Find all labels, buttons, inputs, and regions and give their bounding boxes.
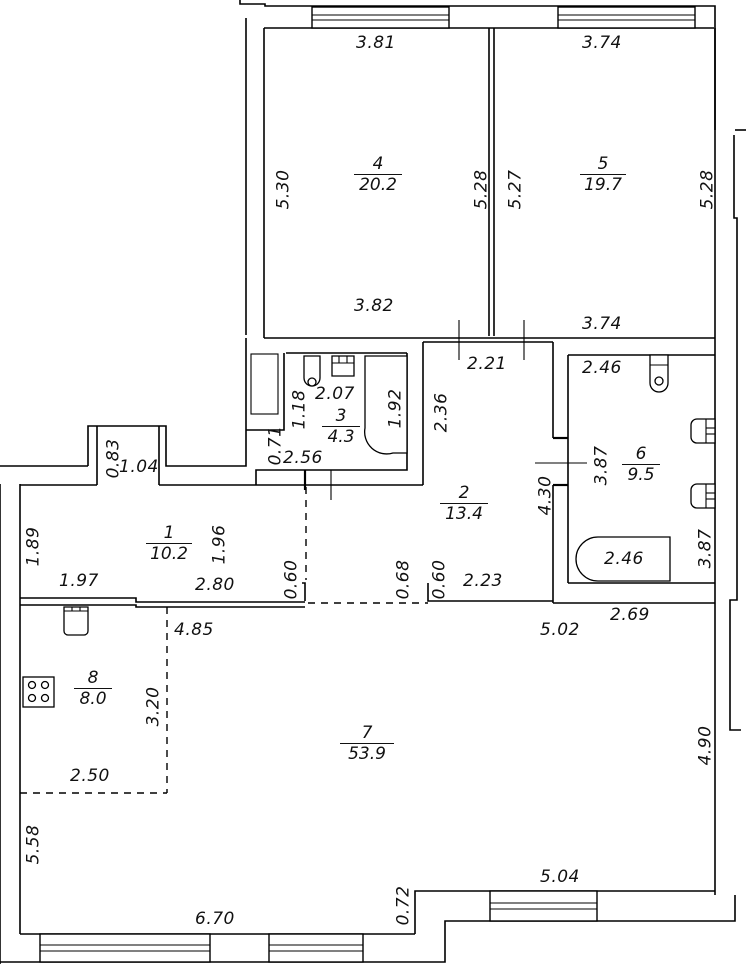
sink-icon	[331, 355, 355, 377]
room-area: 10.2	[146, 543, 192, 563]
dimension-label: 5.58	[23, 824, 44, 865]
dimension-label: 2.23	[463, 571, 503, 591]
dimension-label: 5.28	[697, 169, 718, 210]
stove-icon	[22, 676, 55, 708]
room-3-label: 3 4.3	[322, 408, 360, 446]
window-icon	[311, 6, 450, 29]
dimension-label: 2.50	[70, 766, 110, 786]
room-area: 8.0	[74, 688, 112, 708]
room-4-label: 4 20.2	[354, 156, 402, 194]
dimension-label: 0.83	[103, 438, 124, 479]
room-2-label: 2 13.4	[440, 485, 488, 523]
dimension-label: 1.04	[119, 457, 159, 477]
bathtub-icon	[363, 355, 408, 455]
dimension-label: 2.80	[195, 575, 235, 595]
window-icon	[489, 890, 598, 922]
dimension-label: 5.27	[505, 169, 526, 210]
dimension-label: 0.60	[281, 559, 302, 600]
interior-walls	[20, 28, 715, 794]
sink-icon	[63, 606, 89, 636]
toilet-icon	[303, 355, 321, 387]
dimension-label: 2.36	[431, 392, 452, 433]
sink-icon	[690, 418, 716, 444]
dimension-label: 3.74	[582, 33, 622, 53]
room-number: 6	[635, 444, 647, 464]
dimension-label: 5.28	[471, 169, 492, 210]
dimension-label: 3.20	[143, 686, 164, 727]
dimension-label: 2.46	[604, 549, 644, 569]
window-icon	[268, 933, 364, 963]
dimension-label: 2.21	[467, 354, 507, 374]
room-area: 53.9	[340, 743, 394, 763]
toilet-icon	[649, 354, 669, 393]
room-7-label: 7 53.9	[340, 725, 394, 763]
dimension-label: 3.87	[591, 445, 612, 486]
dimension-label: 3.82	[354, 296, 394, 316]
room-number: 7	[361, 723, 373, 743]
dimension-label: 4.85	[174, 620, 214, 640]
dimension-label: 1.18	[289, 389, 310, 430]
dimension-label: 0.68	[393, 559, 414, 600]
fixtures	[22, 354, 716, 708]
room-area: 9.5	[622, 464, 660, 484]
dimension-label: 5.04	[540, 867, 580, 887]
dimension-label: 3.81	[356, 33, 396, 53]
window-icon	[39, 933, 211, 963]
dimension-label: 2.69	[610, 605, 650, 625]
room-number: 5	[597, 154, 609, 174]
dimension-label: 3.87	[695, 528, 716, 569]
room-number: 8	[87, 668, 99, 688]
dimension-label: 4.30	[535, 475, 556, 516]
dimension-label: 2.56	[283, 448, 323, 468]
dimension-label: 5.02	[540, 620, 580, 640]
dimension-label: 1.96	[209, 524, 230, 565]
dimension-label: 3.74	[582, 314, 622, 334]
room-number: 3	[335, 406, 347, 426]
dimension-label: 2.07	[315, 384, 355, 404]
sink-icon	[690, 483, 716, 509]
dimension-label: 6.70	[195, 909, 235, 929]
windows	[39, 6, 696, 963]
dimension-label: 2.46	[582, 358, 622, 378]
room-number: 2	[458, 483, 470, 503]
room-8-label: 8 8.0	[74, 670, 112, 708]
room-1-label: 1 10.2	[146, 525, 192, 563]
dimension-label: 1.89	[23, 526, 44, 567]
room-area: 4.3	[322, 426, 360, 446]
window-icon	[557, 6, 696, 29]
dimension-label: 1.92	[385, 388, 406, 429]
dimension-label: 0.72	[393, 885, 414, 926]
dimension-label: 0.60	[429, 559, 450, 600]
room-6-label: 6 9.5	[622, 446, 660, 484]
dimension-label: 5.30	[273, 169, 294, 210]
room-area: 19.7	[580, 174, 626, 194]
room-area: 13.4	[440, 503, 488, 523]
room-area: 20.2	[354, 174, 402, 194]
room-number: 1	[163, 523, 175, 543]
dimension-label: 4.90	[695, 725, 716, 766]
room-number: 4	[372, 154, 384, 174]
room-5-label: 5 19.7	[580, 156, 626, 194]
dimension-label: 1.97	[59, 571, 99, 591]
dimension-label: 0.71	[265, 425, 286, 466]
bathtub-icon	[575, 536, 671, 582]
